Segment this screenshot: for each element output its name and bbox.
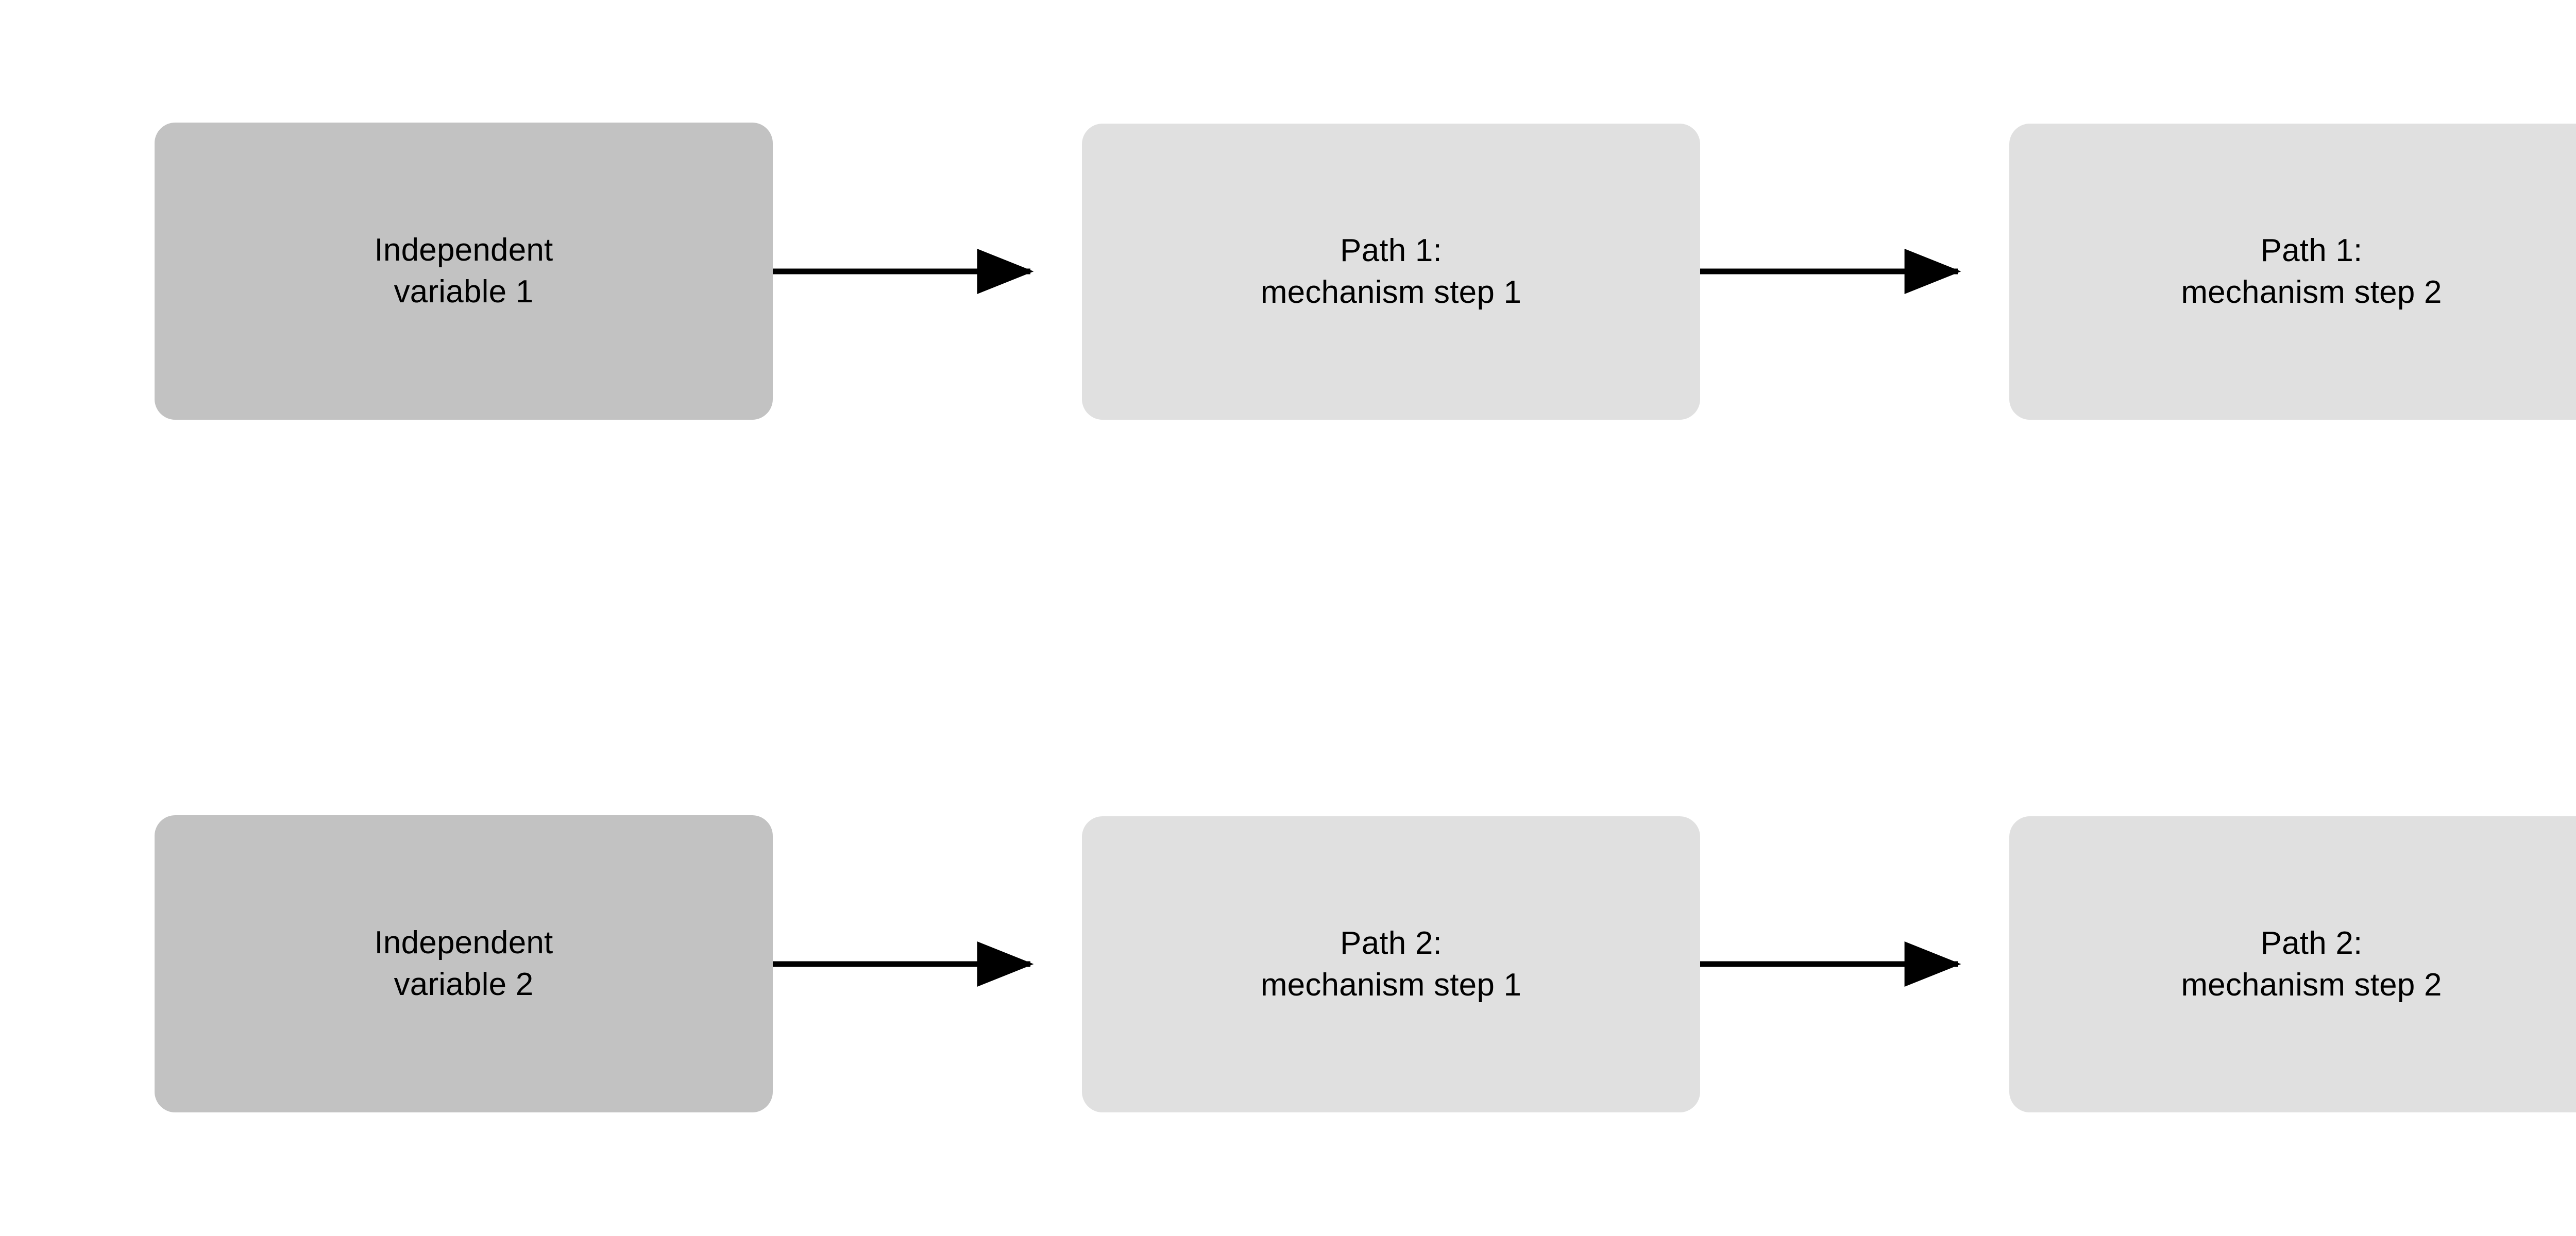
node-path-2-mechanism-step-1[interactable]: Path 2: mechanism step 1 — [1082, 816, 1700, 1112]
node-independent-variable-2[interactable]: Independent variable 2 — [155, 815, 773, 1112]
node-label-path-1-mechanism-step-1: Path 1: mechanism step 1 — [1260, 232, 1522, 310]
node-path-1-mechanism-step-1[interactable]: Path 1: mechanism step 1 — [1082, 124, 1700, 420]
node-path-1-mechanism-step-2[interactable]: Path 1: mechanism step 2 — [2009, 124, 2576, 420]
node-label-path-2-mechanism-step-2: Path 2: mechanism step 2 — [2181, 925, 2442, 1003]
node-label-path-1-mechanism-step-2: Path 1: mechanism step 2 — [2181, 232, 2442, 310]
node-label-independent-variable-2: Independent variable 2 — [374, 924, 553, 1002]
node-label-path-2-mechanism-step-1: Path 2: mechanism step 1 — [1260, 925, 1522, 1003]
node-path-2-mechanism-step-2[interactable]: Path 2: mechanism step 2 — [2009, 816, 2576, 1112]
node-label-independent-variable-1: Independent variable 1 — [374, 232, 553, 310]
node-independent-variable-1[interactable]: Independent variable 1 — [155, 123, 773, 420]
